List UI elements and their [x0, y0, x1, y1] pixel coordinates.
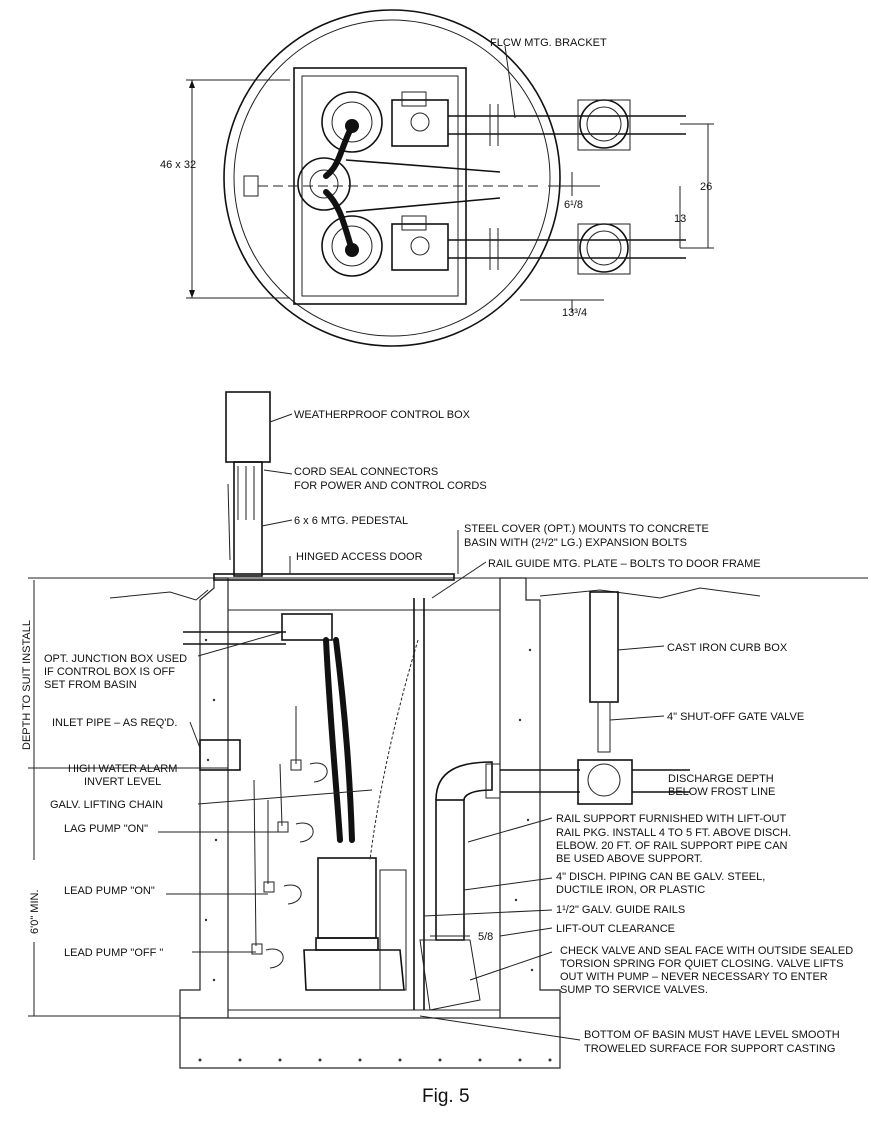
label-steel-cover-1: STEEL COVER (OPT.) MOUNTS TO CONCRETE — [464, 523, 709, 535]
label-steel-cover-2: BASIN WITH (2¹/2" LG.) EXPANSION BOLTS — [464, 537, 687, 549]
access-cover — [213, 573, 455, 581]
label-check-valve-2: TORSION SPRING FOR QUIET CLOSING. VALVE … — [560, 958, 843, 970]
upper-pump — [321, 91, 449, 153]
pedestal — [233, 461, 263, 577]
leader-lines — [158, 413, 665, 1041]
label-six-ft-min: 6'0" MIN. — [29, 889, 41, 934]
label-flcw-bracket: FLCW MTG. BRACKET — [490, 37, 607, 49]
label-junction-2: IF CONTROL BOX IS OFF — [44, 666, 175, 678]
dim-46x32: 46 x 32 — [160, 159, 196, 171]
inlet-pipe — [199, 739, 241, 771]
curb-box — [589, 591, 619, 703]
label-junction-3: SET FROM BASIN — [44, 679, 137, 691]
label-check-valve-4: SUMP TO SERVICE VALVES. — [560, 984, 708, 996]
basin-floor — [179, 1017, 561, 1069]
concrete-aggregate — [198, 638, 552, 1062]
submersible-pump — [303, 857, 407, 991]
discharge-elbow — [435, 761, 493, 801]
label-guide-rails: 1¹/2" GALV. GUIDE RAILS — [556, 904, 685, 916]
float-switches — [251, 706, 328, 969]
dim-26: 26 — [700, 181, 712, 193]
lifting-chain — [369, 639, 419, 861]
label-disch-piping-1: 4" DISCH. PIPING CAN BE GALV. STEEL, — [556, 871, 765, 883]
label-liftout: LIFT-OUT CLEARANCE — [556, 923, 675, 935]
label-lag-on: LAG PUMP "ON" — [64, 823, 148, 835]
label-check-valve-3: OUT WITH PUMP – NEVER NECESSARY TO ENTER — [560, 971, 828, 983]
label-lead-off: LEAD PUMP "OFF " — [64, 947, 163, 959]
label-discharge-1: DISCHARGE DEPTH — [668, 773, 774, 785]
label-lead-on: LEAD PUMP "ON" — [64, 885, 155, 897]
basin-outer-circle — [223, 9, 561, 347]
label-basin-bottom-1: BOTTOM OF BASIN MUST HAVE LEVEL SMOOTH — [584, 1029, 840, 1041]
label-inlet-pipe: INLET PIPE – AS REQ'D. — [52, 717, 177, 729]
label-junction-1: OPT. JUNCTION BOX USED — [44, 653, 187, 665]
basin-left-wall — [179, 577, 229, 1019]
dim-6-1-8: 6¹/8 — [564, 199, 583, 211]
junction-box-section — [281, 613, 333, 641]
label-check-valve-1: CHECK VALVE AND SEAL FACE WITH OUTSIDE S… — [560, 945, 853, 957]
junction-box-plan — [297, 157, 351, 211]
label-depth-install: DEPTH TO SUIT INSTALL — [21, 620, 33, 750]
section-view: WEATHERPROOF CONTROL BOX CORD SEAL CONNE… — [21, 391, 868, 1069]
label-hinged-door: HINGED ACCESS DOOR — [296, 551, 423, 563]
label-rail-support-2: RAIL PKG. INSTALL 4 TO 5 FT. ABOVE DISCH… — [556, 827, 791, 839]
dim-13-3-4: 13³/4 — [562, 307, 587, 319]
label-curb-box: CAST IRON CURB BOX — [667, 642, 788, 654]
label-five-eighths: 5/8 — [478, 931, 493, 943]
lower-pump — [321, 215, 449, 277]
control-box — [225, 391, 271, 463]
label-rail-support-3: ELBOW. 20 FT. OF RAIL SUPPORT PIPE CAN — [556, 840, 788, 852]
label-discharge-2: BELOW FROST LINE — [668, 786, 775, 798]
discharge-pipe-upper — [448, 99, 686, 151]
label-pedestal: 6 x 6 MTG. PEDESTAL — [294, 515, 408, 527]
label-high-water-1: HIGH WATER ALARM — [68, 763, 177, 775]
label-lifting-chain: GALV. LIFTING CHAIN — [50, 799, 163, 811]
label-rail-support-4: BE USED ABOVE SUPPORT. — [556, 853, 703, 865]
label-basin-bottom-2: TROWELED SURFACE FOR SUPPORT CASTING — [584, 1043, 835, 1055]
dim-13: 13 — [674, 213, 686, 225]
label-rail-plate: RAIL GUIDE MTG. PLATE – BOLTS TO DOOR FR… — [488, 558, 761, 570]
discharge-riser — [435, 799, 465, 941]
basin-inner-circle — [233, 19, 551, 337]
label-gate-valve: 4" SHUT-OFF GATE VALVE — [667, 711, 804, 723]
figure-caption: Fig. 5 — [422, 1086, 470, 1107]
label-cord-seal-2: FOR POWER AND CONTROL CORDS — [294, 480, 487, 492]
label-disch-piping-2: DUCTILE IRON, OR PLASTIC — [556, 884, 705, 896]
label-rail-support-1: RAIL SUPPORT FURNISHED WITH LIFT-OUT — [556, 813, 786, 825]
gate-valve — [577, 759, 633, 805]
discharge-pipe-lower — [448, 223, 686, 275]
label-cord-seal-1: CORD SEAL CONNECTORS — [294, 466, 438, 478]
label-control-box: WEATHERPROOF CONTROL BOX — [294, 409, 471, 421]
label-high-water-2: INVERT LEVEL — [84, 776, 161, 788]
plan-view: FLCW MTG. BRACKET 46 x 32 26 13 6¹/8 13³… — [160, 9, 714, 347]
